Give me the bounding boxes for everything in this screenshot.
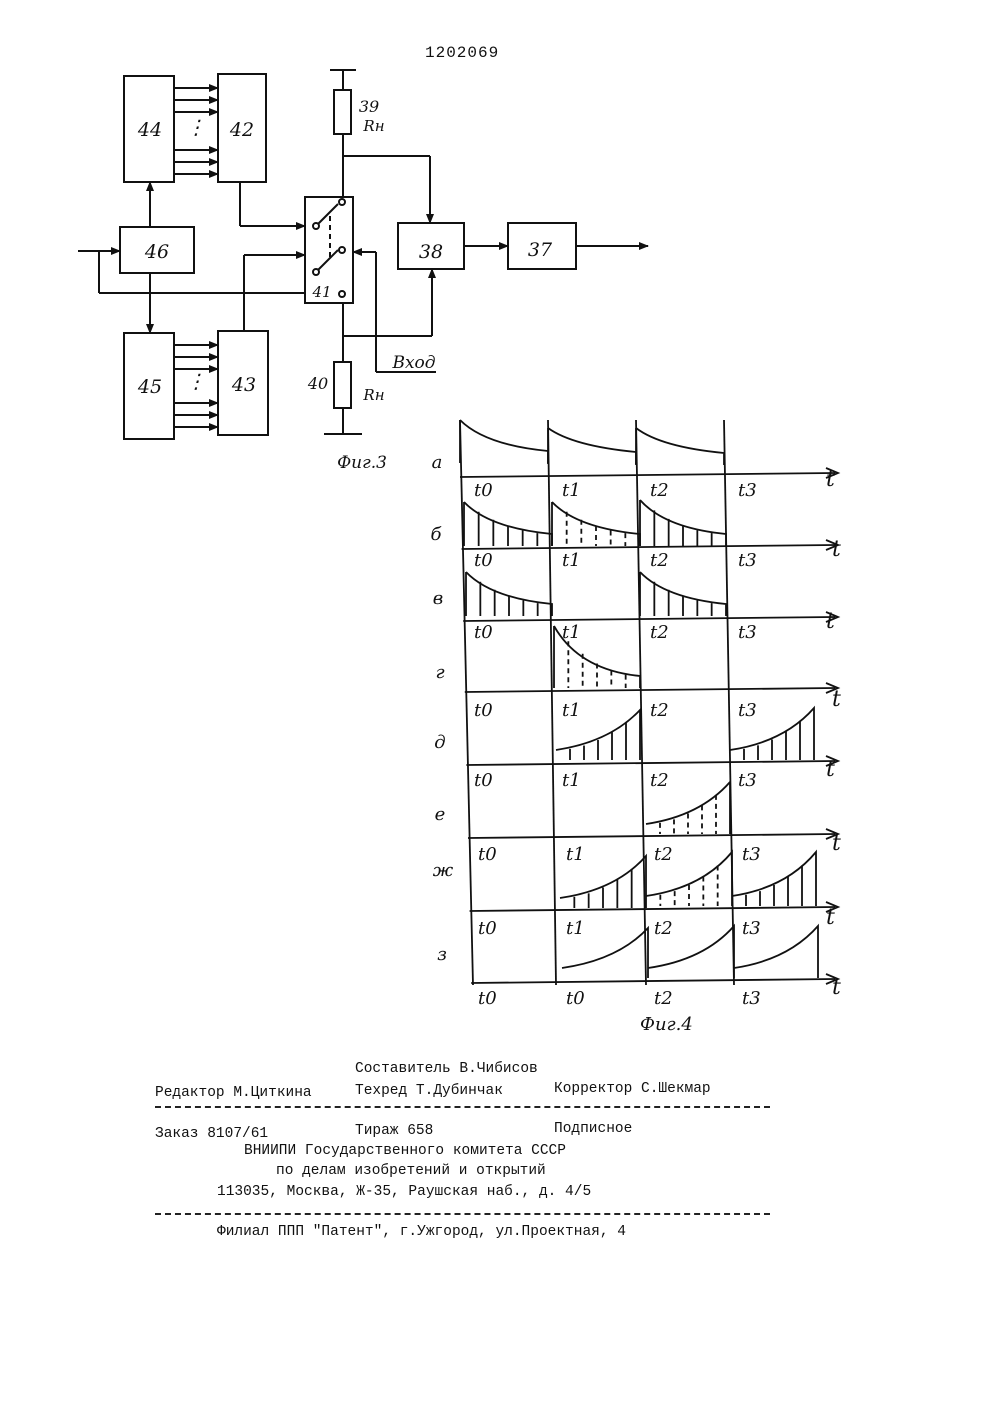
axis-1	[462, 545, 835, 549]
time-label-3-1: t1	[562, 700, 581, 721]
row-label-6: ж	[433, 860, 454, 881]
time-label-4-0: t0	[474, 770, 493, 791]
axis-5	[468, 834, 835, 838]
row-label-2: в	[433, 588, 443, 609]
time-label-5-2: t2	[654, 844, 673, 865]
time-label-1-2: t2	[650, 550, 669, 571]
time-label-7-0: t0	[478, 988, 497, 1009]
time-label-0-0: t0	[474, 480, 493, 501]
time-label-6-3: t3	[742, 918, 761, 939]
time-label-7-1: t0	[566, 988, 585, 1009]
axis-label-2: t	[826, 609, 835, 634]
time-label-1-1: t1	[562, 550, 581, 571]
axis-label-7: t	[832, 975, 841, 1000]
time-label-4-1: t1	[562, 770, 581, 791]
time-label-3-2: t2	[650, 700, 669, 721]
time-label-0-3: t3	[738, 480, 757, 501]
time-label-5-0: t0	[478, 844, 497, 865]
time-label-3-3: t3	[738, 700, 757, 721]
row-label-5: е	[435, 804, 446, 825]
axis-7	[471, 979, 835, 983]
imprint-branch: Филиал ППП "Патент", г.Ужгород, ул.Проек…	[217, 1224, 626, 1240]
time-label-4-3: t3	[738, 770, 757, 791]
imprint-org-2: по делам изобретений и открытий	[276, 1163, 546, 1179]
axis-label-6: t	[826, 905, 835, 930]
time-label-1-0: t0	[474, 550, 493, 571]
row-label-7: з	[437, 944, 447, 965]
axis-2	[463, 617, 835, 621]
time-label-6-2: t2	[654, 918, 673, 939]
imprint-circulation: Тираж 658	[355, 1123, 433, 1139]
time-label-7-3: t3	[742, 988, 761, 1009]
time-label-2-0: t0	[474, 622, 493, 643]
time-label-3-0: t0	[474, 700, 493, 721]
imprint-corrector: Корректор С.Шекмар	[554, 1081, 711, 1097]
row-label-4: д	[434, 732, 445, 753]
axis-label-1: t	[832, 537, 841, 562]
time-label-1-3: t3	[738, 550, 757, 571]
axis-0	[460, 473, 835, 477]
time-label-4-2: t2	[650, 770, 669, 791]
axis-label-5: t	[832, 831, 841, 856]
time-label-0-1: t1	[562, 480, 581, 501]
axis-label-0: t	[826, 467, 835, 492]
axis-3	[465, 688, 835, 692]
imprint-order: Заказ 8107/61	[155, 1126, 268, 1142]
imprint-address: 113035, Москва, Ж-35, Раушская наб., д. …	[217, 1184, 591, 1200]
imprint-rule-1	[155, 1106, 770, 1108]
pulse-a-1	[460, 420, 548, 463]
time-label-2-3: t3	[738, 622, 757, 643]
time-label-6-0: t0	[478, 918, 497, 939]
pulse-a-3	[636, 428, 724, 465]
time-label-6-1: t1	[566, 918, 585, 939]
row-label-1: б	[431, 524, 443, 545]
axis-4	[466, 761, 835, 765]
axis-6	[470, 907, 835, 911]
axis-label-3: t	[832, 687, 841, 712]
row-label-0: а	[432, 452, 443, 473]
imprint-compiler: Составитель В.Чибисов	[355, 1061, 538, 1077]
time-label-7-2: t2	[654, 988, 673, 1009]
row-label-3: г	[435, 662, 444, 683]
pulse-a-2	[548, 428, 636, 464]
time-label-2-1: t1	[562, 622, 581, 643]
time-label-0-2: t2	[650, 480, 669, 501]
imprint-techred: Техред Т.Дубинчак	[355, 1083, 503, 1099]
time-label-5-1: t1	[566, 844, 585, 865]
fig4-caption: Фиг.4	[640, 1014, 693, 1035]
time-label-5-3: t3	[742, 844, 761, 865]
imprint-rule-2	[155, 1213, 770, 1215]
time-label-2-2: t2	[650, 622, 669, 643]
axis-label-4: t	[826, 757, 835, 782]
imprint-subscription: Подписное	[554, 1121, 632, 1137]
imprint-editor: Редактор М.Циткина	[155, 1085, 312, 1101]
imprint-org-1: ВНИИПИ Государственного комитета СССР	[244, 1143, 566, 1159]
